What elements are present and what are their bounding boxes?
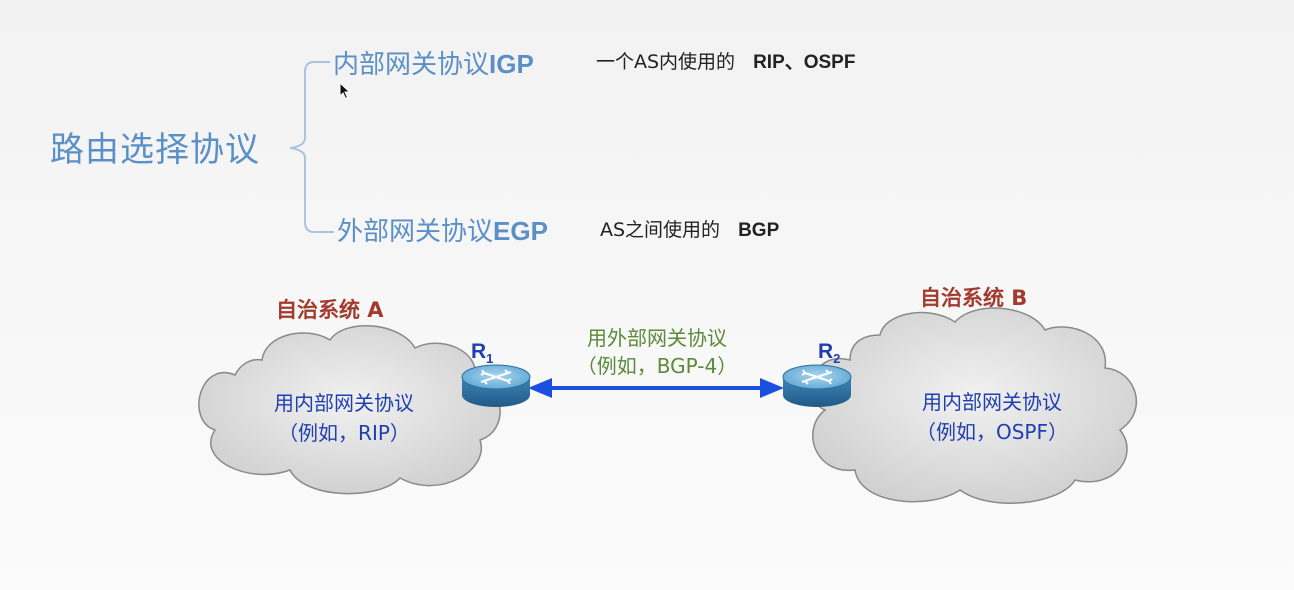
r2-sub: 2 bbox=[833, 351, 841, 367]
as-b-line2: （例如，OSPF） bbox=[915, 420, 1068, 444]
egp-abbr: EGP bbox=[493, 216, 548, 246]
routing-protocols-root: 路由选择协议 bbox=[50, 130, 260, 170]
cloud-as-b bbox=[810, 307, 1138, 504]
as-b-cloud-text: 用内部网关协议 （例如，OSPF） bbox=[892, 387, 1092, 447]
mouse-cursor-icon bbox=[339, 82, 351, 100]
as-a-title: 自治系统 A bbox=[276, 298, 384, 322]
egp-desc-text: AS之间使用的 bbox=[600, 219, 721, 241]
r2-name: R bbox=[818, 340, 834, 363]
igp-label: 内部网关协议 bbox=[333, 50, 490, 80]
hierarchy-bracket bbox=[289, 61, 334, 233]
bgp-link-arrow bbox=[528, 378, 784, 398]
link-line2: （例如，BGP-4） bbox=[576, 354, 738, 378]
egp-description: AS之间使用的 BGP bbox=[600, 215, 779, 242]
as-b-title: 自治系统 B bbox=[920, 286, 1028, 310]
router-r2-label: R2 bbox=[818, 340, 840, 366]
bgp-link-label: 用外部网关协议 （例如，BGP-4） bbox=[552, 324, 762, 380]
r1-sub: 1 bbox=[486, 351, 494, 367]
egp-heading: 外部网关协议EGP bbox=[337, 211, 548, 248]
link-line1: 用外部网关协议 bbox=[587, 326, 727, 350]
router-r1-icon bbox=[461, 364, 531, 407]
egp-protocols: BGP bbox=[738, 220, 780, 241]
egp-label: 外部网关协议 bbox=[337, 217, 494, 247]
as-a-cloud-text: 用内部网关协议 （例如，RIP） bbox=[250, 388, 438, 448]
router-r1-label: R1 bbox=[471, 340, 493, 366]
as-a-line1: 用内部网关协议 bbox=[274, 391, 414, 415]
as-a-line2: （例如，RIP） bbox=[278, 421, 410, 445]
igp-heading: 内部网关协议IGP bbox=[333, 44, 534, 81]
as-b-line1: 用内部网关协议 bbox=[922, 390, 1062, 414]
igp-description: 一个AS内使用的 RIP、OSPF bbox=[596, 47, 855, 74]
igp-desc-text: 一个AS内使用的 bbox=[596, 51, 736, 73]
r1-name: R bbox=[471, 340, 487, 363]
cloud-as-a bbox=[198, 324, 501, 495]
igp-abbr: IGP bbox=[489, 49, 534, 79]
router-r2-icon bbox=[782, 364, 852, 407]
igp-protocols: RIP、OSPF bbox=[753, 52, 856, 73]
